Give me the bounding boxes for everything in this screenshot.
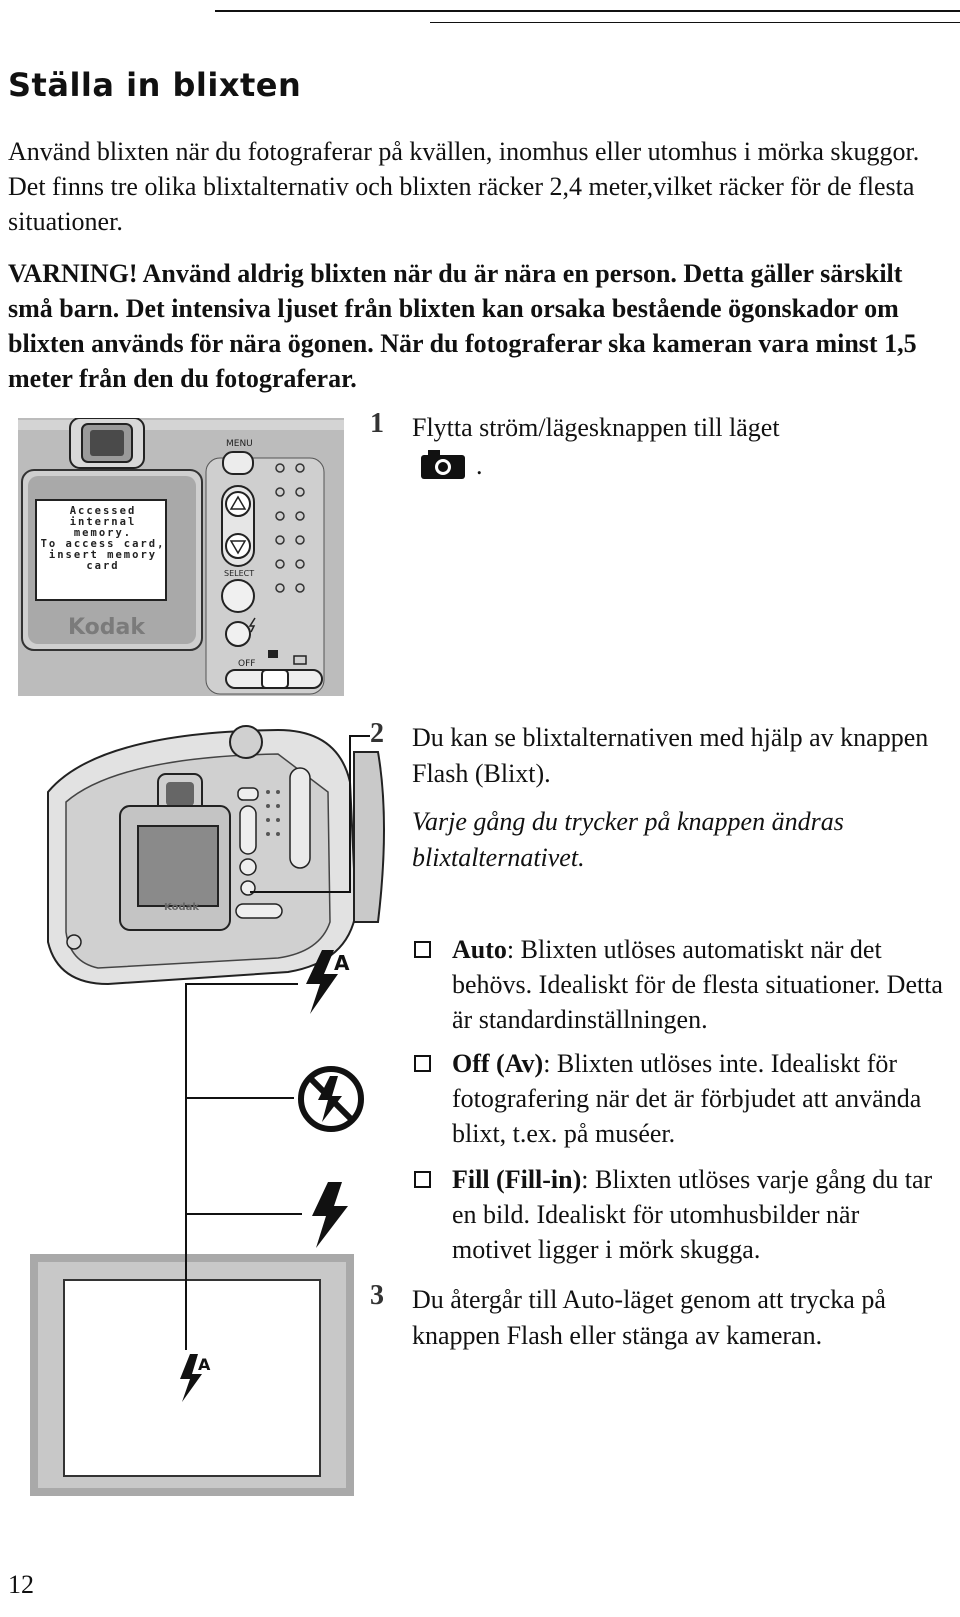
lcd-screen-illustration: A xyxy=(30,1254,354,1496)
camera-back-illustration: Kodak MENU SELECT OFF xyxy=(18,418,344,696)
step-note: Varje gång du trycker på knappen ändras … xyxy=(412,807,844,872)
icon-callout-lines xyxy=(185,983,302,1350)
lcd-line: To access card, xyxy=(40,538,166,550)
lcd-line: insert memory card xyxy=(48,549,158,572)
step-number: 1 xyxy=(370,408,384,439)
menu-label: MENU xyxy=(226,439,253,449)
step-number: 3 xyxy=(370,1280,384,1311)
option-auto: Auto: Blixten utlöses automatiskt när de… xyxy=(414,932,944,1037)
camera-front-illustration: Kodak xyxy=(47,725,385,986)
svg-text:A: A xyxy=(198,1355,211,1374)
step-text: Du kan se blixtalternativen med hjälp av… xyxy=(412,723,929,788)
checkbox-icon xyxy=(414,1055,431,1072)
flash-off-icon xyxy=(298,1066,364,1132)
off-label: OFF xyxy=(238,659,255,669)
option-text: Off (Av): Blixten utlöses inte. Idealisk… xyxy=(414,1046,944,1151)
header-rule-thin xyxy=(430,22,960,23)
option-text: Auto: Blixten utlöses automatiskt när de… xyxy=(414,932,944,1037)
callout-line xyxy=(250,735,370,893)
step-suffix: . xyxy=(476,451,483,480)
page-title: Ställa in blixten xyxy=(8,66,302,104)
step-text: Du återgår till Auto-läget genom att try… xyxy=(412,1285,886,1350)
lcd-line: Accessed xyxy=(69,505,137,517)
lcd-message: Accessed internal memory. To access card… xyxy=(38,506,168,572)
option-fill: Fill (Fill-in): Blixten utlöses varje gå… xyxy=(414,1162,944,1267)
option-name: Off (Av) xyxy=(452,1049,544,1078)
checkbox-icon xyxy=(414,1171,431,1188)
flash-fill-icon xyxy=(312,1182,348,1248)
lcd-line: internal memory. xyxy=(69,516,137,539)
option-description: : Blixten utlöses inte. Idealiskt för fo… xyxy=(452,1049,922,1148)
option-off: Off (Av): Blixten utlöses inte. Idealisk… xyxy=(414,1046,944,1151)
header-rule xyxy=(215,10,960,12)
warning-paragraph: VARNING! Använd aldrig blixten när du är… xyxy=(8,259,917,393)
camera-icon xyxy=(421,450,465,479)
option-description: : Blixten utlöses varje gång du tar en b… xyxy=(452,1165,933,1264)
step-number: 2 xyxy=(370,718,384,749)
brand-logo-small: Kodak xyxy=(164,902,199,913)
step-text: Flytta ström/lägesknappen till läget xyxy=(412,413,780,442)
brand-logo: Kodak xyxy=(68,615,146,640)
select-label: SELECT xyxy=(224,569,254,578)
option-name: Auto xyxy=(452,935,507,964)
flash-auto-icon: A xyxy=(306,950,350,1014)
option-text: Fill (Fill-in): Blixten utlöses varje gå… xyxy=(414,1162,944,1267)
svg-text:A: A xyxy=(334,951,350,975)
option-description: : Blixten utlöses automatiskt när det be… xyxy=(452,935,943,1034)
intro-paragraph: Använd blixten när du fotograferar på kv… xyxy=(8,137,920,236)
checkbox-icon xyxy=(414,941,431,958)
page-number: 12 xyxy=(8,1570,34,1599)
option-name: Fill (Fill-in) xyxy=(452,1165,582,1194)
